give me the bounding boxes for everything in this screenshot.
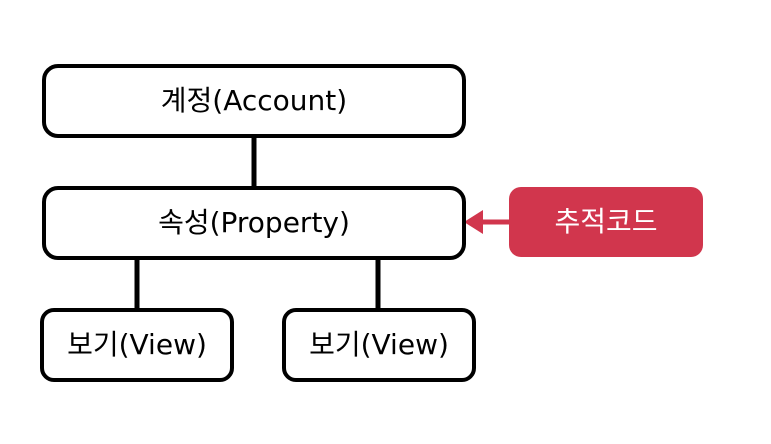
property-box: 속성(Property) <box>42 186 466 260</box>
account-label: 계정(Account) <box>160 84 348 117</box>
view-label: 보기(View) <box>309 328 449 361</box>
property-label: 속성(Property) <box>158 206 350 239</box>
view-box: 보기(View) <box>282 308 476 382</box>
view-label: 보기(View) <box>67 328 207 361</box>
view-box: 보기(View) <box>40 308 234 382</box>
tracking-code-badge: 추적코드 <box>509 187 703 257</box>
account-box: 계정(Account) <box>42 64 466 138</box>
tracking-code-arrow-head <box>464 210 483 234</box>
tracking-code-label: 추적코드 <box>554 205 658 238</box>
